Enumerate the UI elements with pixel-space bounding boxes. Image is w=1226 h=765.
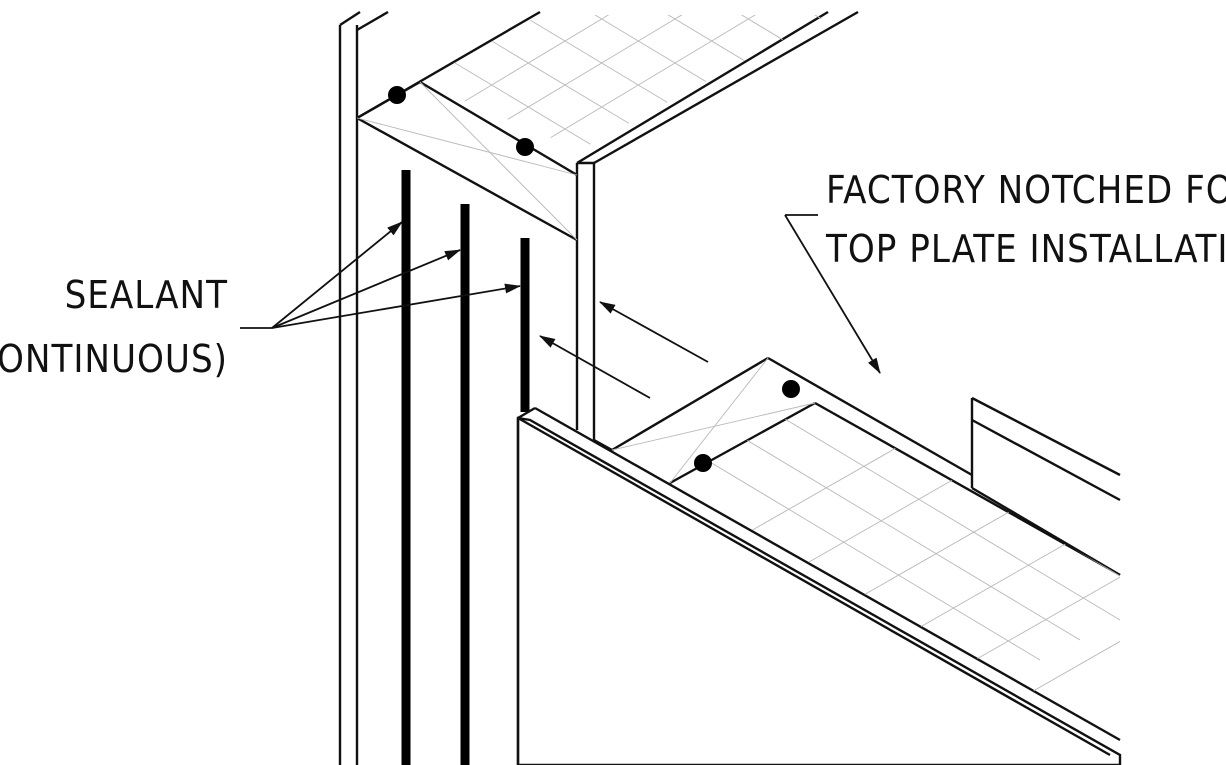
top-panel xyxy=(356,10,859,440)
notch-leader xyxy=(784,214,881,374)
front-panel xyxy=(516,356,1122,765)
left-panel-skin xyxy=(338,10,389,765)
fastener-dots xyxy=(388,86,800,472)
fastener-dot xyxy=(388,86,406,104)
top-plate-cross xyxy=(356,81,578,241)
fastener-dot xyxy=(782,380,800,398)
notch-label-line1: FACTORY NOTCHED FOR xyxy=(826,168,1226,212)
front-plate-cross xyxy=(611,357,816,484)
sealant-label-line2: (CONTINUOUS) xyxy=(0,337,228,381)
insertion-arrows xyxy=(539,301,709,399)
sealant-leaders xyxy=(240,221,521,329)
notch-label-line2: TOP PLATE INSTALLATION xyxy=(825,227,1226,271)
sealant-beads xyxy=(401,170,530,765)
fastener-dot xyxy=(694,454,712,472)
fastener-dot xyxy=(516,138,534,156)
sealant-label-line1: SEALANT xyxy=(65,273,228,317)
